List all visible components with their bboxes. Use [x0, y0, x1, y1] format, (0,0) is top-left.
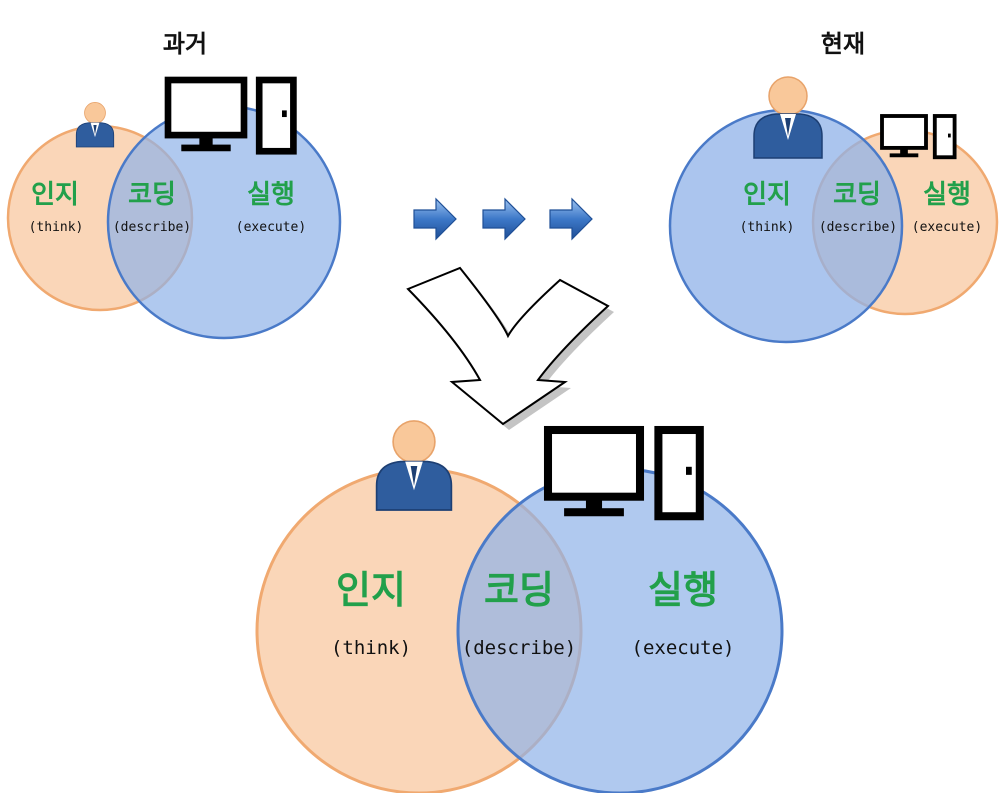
execute-label-en: (execute) — [632, 637, 735, 659]
merge-down-arrow-icon — [406, 266, 614, 430]
execute-label-ko: 실행 — [247, 180, 295, 210]
merged-diagram: 인지 (think) 코딩 (describe) 실행 (execute) — [255, 420, 784, 793]
execute-circle-merged — [456, 467, 784, 793]
describe-label-en: (describe) — [462, 637, 576, 659]
right-arrow-icon — [549, 198, 593, 240]
past-title: 과거 — [163, 30, 207, 58]
think-label-ko: 인지 — [336, 568, 406, 612]
describe-label-ko: 코딩 — [128, 180, 176, 210]
execute-label-en: (execute) — [236, 220, 306, 235]
think-label-en: (think) — [29, 220, 84, 235]
right-arrow-icon — [482, 198, 526, 240]
person-icon — [75, 102, 115, 148]
describe-label-en: (describe) — [113, 220, 191, 235]
execute-label-ko: 실행 — [648, 568, 718, 612]
person-icon — [753, 76, 823, 159]
past-diagram: 과거 인지 (think) 코딩 (describe) 실행 (execute) — [6, 30, 342, 340]
execute-label-en: (execute) — [912, 220, 982, 235]
right-arrow-icon — [413, 198, 457, 240]
describe-label-en: (describe) — [819, 220, 897, 235]
present-title: 현재 — [821, 30, 865, 58]
think-label-ko: 인지 — [743, 180, 791, 210]
think-label-ko: 인지 — [31, 180, 79, 210]
think-label-en: (think) — [331, 637, 411, 659]
execute-label-ko: 실행 — [923, 180, 971, 210]
present-diagram: 현재 인지 (think) 코딩 (describe) 실행 (execute) — [668, 30, 999, 344]
think-label-en: (think) — [740, 220, 795, 235]
progress-arrows — [413, 198, 593, 240]
describe-label-ko: 코딩 — [484, 568, 554, 612]
person-icon — [375, 420, 453, 511]
describe-label-ko: 코딩 — [833, 180, 881, 210]
